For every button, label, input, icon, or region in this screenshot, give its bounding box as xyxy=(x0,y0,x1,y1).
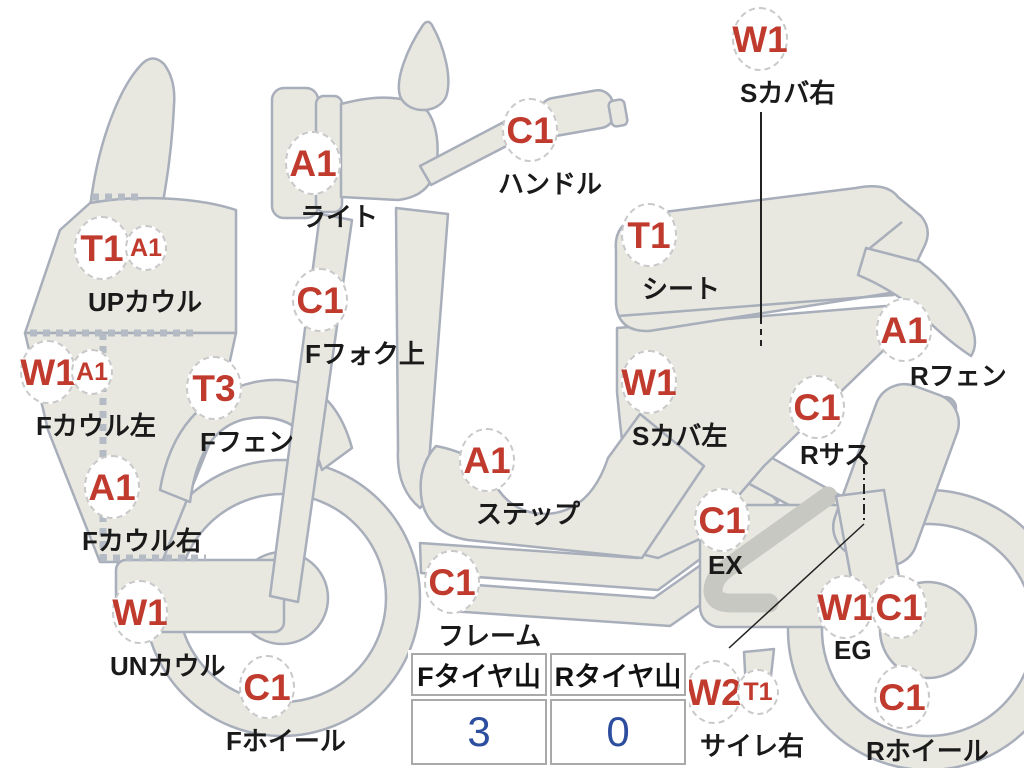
damage-code-badges: T3 xyxy=(186,356,294,420)
damage-code-T1: T1 xyxy=(74,216,130,280)
damage-code-C1: C1 xyxy=(424,550,480,614)
marker-r-wheel: C1 Rホイール xyxy=(866,665,989,768)
damage-code-C1: C1 xyxy=(239,655,295,719)
marker-s-cover-left: W1 Sカバ左 xyxy=(621,350,727,453)
marker-label: フレーム xyxy=(438,621,542,651)
damage-code-badges: W1 xyxy=(112,580,226,644)
marker-label: Fフェン xyxy=(200,427,294,457)
marker-f-fork-top: C1 Fフォク上 xyxy=(292,268,425,371)
damage-code-badges: W1 xyxy=(732,7,835,71)
damage-code-A1: A1 xyxy=(71,349,113,395)
marker-label: Sカバ左 xyxy=(632,421,728,451)
damage-code-W2: W2 xyxy=(686,660,742,724)
marker-label: ライト xyxy=(300,202,379,232)
damage-code-W1: W1 xyxy=(20,340,76,404)
marker-label: Rホイール xyxy=(866,736,989,766)
marker-f-wheel: C1 Fホイール xyxy=(226,655,346,758)
leader-line-silencer-right xyxy=(728,464,865,649)
damage-code-C1: C1 xyxy=(789,375,845,439)
damage-code-badges: T1 xyxy=(621,203,720,267)
damage-code-badges: W1 xyxy=(621,350,727,414)
marker-label: Fカウル右 xyxy=(82,526,202,556)
damage-code-T1: T1 xyxy=(737,669,779,715)
marker-label: ステップ xyxy=(476,499,581,529)
damage-code-A1: A1 xyxy=(459,428,515,492)
marker-ex: C1 EX xyxy=(694,488,750,581)
tire-tread-value-rear: 0 xyxy=(550,699,686,765)
damage-code-badges: A1 xyxy=(84,455,202,519)
tire-tread-header-front: Fタイヤ山 xyxy=(411,653,547,696)
windshield-shape xyxy=(88,57,176,210)
damage-code-C1: C1 xyxy=(874,665,930,729)
damage-code-A1: A1 xyxy=(876,298,932,362)
panel-division-lines xyxy=(30,193,206,562)
tire-tread-header-rear: Rタイヤ山 xyxy=(550,653,686,696)
damage-code-badges: A1 xyxy=(459,428,580,492)
marker-un-cowl: W1 UNカウル xyxy=(110,580,226,683)
damage-code-C1: C1 xyxy=(694,488,750,552)
damage-code-badges: C1 xyxy=(292,268,425,332)
damage-code-T1: T1 xyxy=(621,203,677,267)
damage-code-C1: C1 xyxy=(871,575,927,639)
marker-r-suspension: C1 Rサス xyxy=(789,375,870,472)
damage-code-T3: T3 xyxy=(186,356,242,420)
marker-label: EX xyxy=(708,550,743,580)
exhaust-pipe-shape xyxy=(703,486,838,613)
marker-s-cover-right: W1 Sカバ右 xyxy=(732,7,835,110)
damage-code-C1: C1 xyxy=(292,268,348,332)
marker-label: Sカバ右 xyxy=(740,78,836,108)
damage-code-W1: W1 xyxy=(817,575,873,639)
marker-f-fender: T3 Fフェン xyxy=(186,356,294,459)
marker-label: Rフェン xyxy=(910,361,1007,391)
damage-code-A1: A1 xyxy=(285,131,341,195)
marker-step: A1 ステップ xyxy=(459,428,580,531)
marker-label: ハンドル xyxy=(498,169,603,199)
tire-tread-value-front: 3 xyxy=(411,699,547,765)
marker-label: サイレ右 xyxy=(700,731,805,761)
damage-code-A1: A1 xyxy=(84,455,140,519)
damage-code-badges: A1 xyxy=(285,131,378,195)
marker-handle: C1 ハンドル xyxy=(498,98,602,201)
damage-code-badges: C1 xyxy=(424,550,541,614)
tire-tread-table: Fタイヤ山 Rタイヤ山 3 0 xyxy=(408,650,689,768)
marker-label: UNカウル xyxy=(110,651,226,681)
marker-label: Fカウル左 xyxy=(36,411,156,441)
marker-label: シート xyxy=(642,274,721,304)
marker-label: Rサス xyxy=(800,440,871,470)
marker-seat: T1 シート xyxy=(621,203,720,306)
damage-code-A1: A1 xyxy=(125,225,167,271)
damage-code-badges: C1 xyxy=(502,98,602,162)
marker-light: A1 ライト xyxy=(285,131,378,234)
marker-r-fender: A1 Rフェン xyxy=(876,298,1007,393)
damage-code-badges: C1 xyxy=(789,375,870,439)
damage-code-badges: C1 xyxy=(239,655,346,719)
marker-label: Fフォク上 xyxy=(305,339,425,369)
damage-code-C1: C1 xyxy=(502,98,558,162)
damage-code-W1: W1 xyxy=(732,7,788,71)
damage-code-badges: C1 xyxy=(694,488,750,552)
marker-label: UPカウル xyxy=(88,287,203,317)
marker-label: Fホイール xyxy=(226,726,346,756)
marker-label: EG xyxy=(834,635,872,665)
mirror-shape xyxy=(397,20,450,112)
damage-code-badges: C1 xyxy=(874,665,989,729)
marker-frame: C1 フレーム xyxy=(424,550,541,653)
damage-code-W1: W1 xyxy=(112,580,168,644)
damage-code-W1: W1 xyxy=(621,350,677,414)
damage-code-badges: A1 xyxy=(876,298,1007,362)
marker-f-cowl-right: A1 Fカウル右 xyxy=(82,455,202,558)
